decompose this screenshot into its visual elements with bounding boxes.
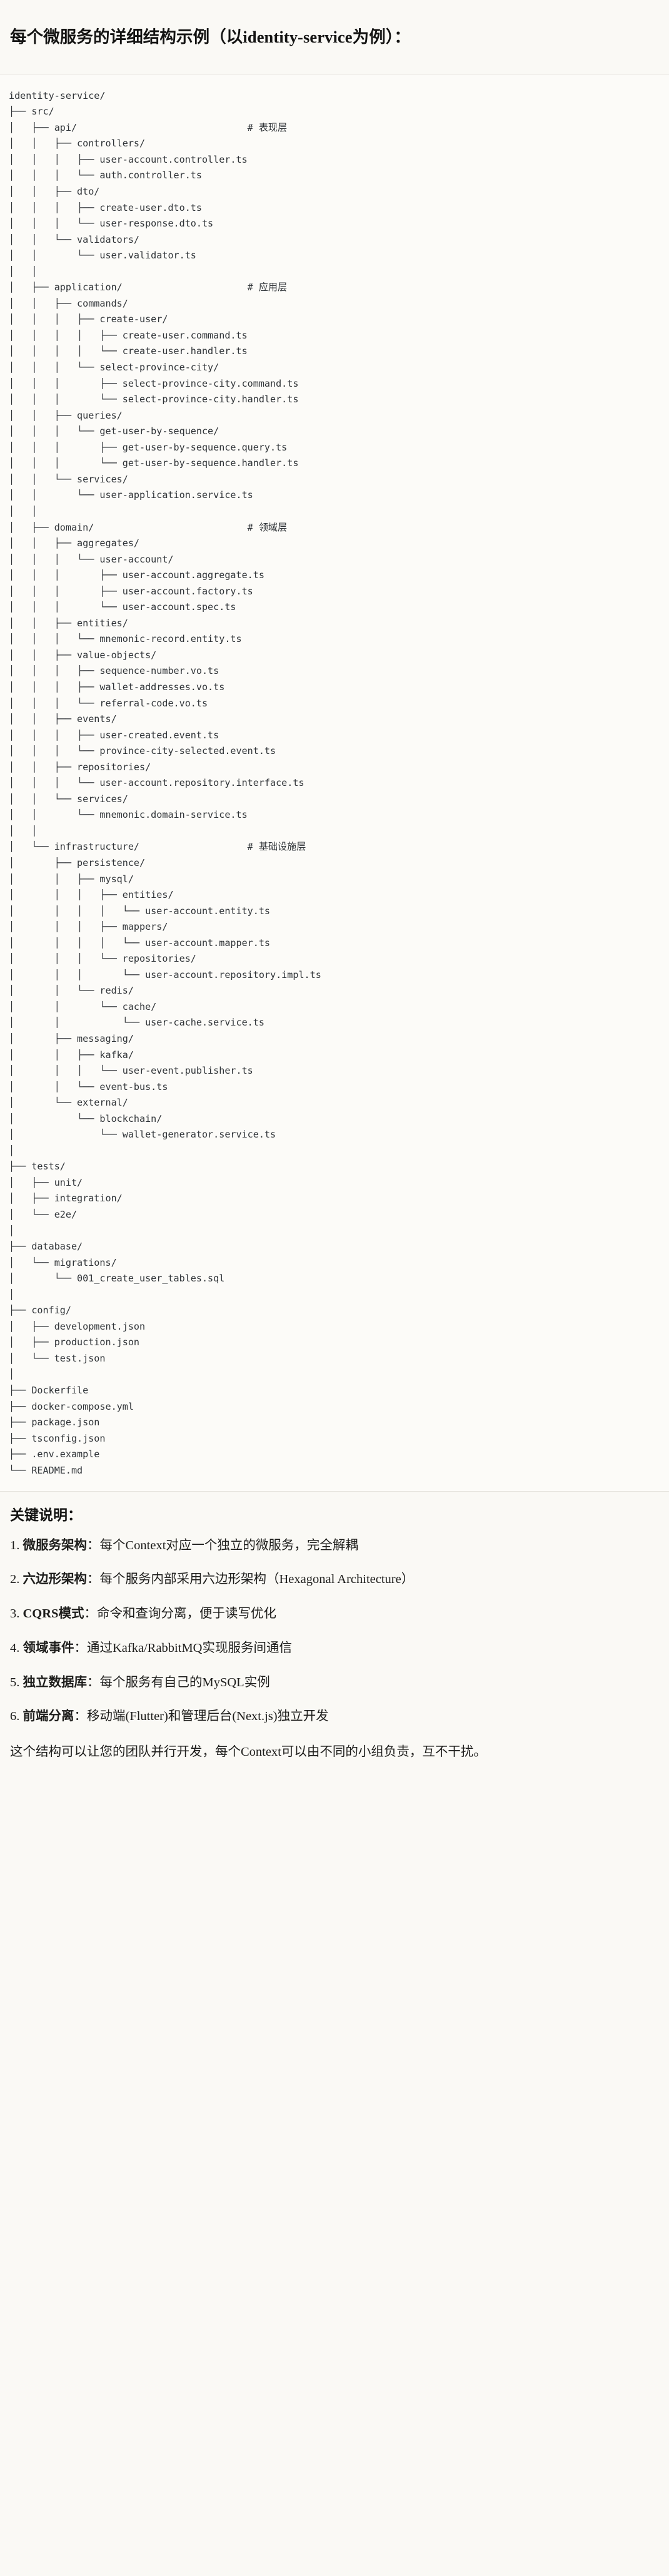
key-notes-list: 1. 微服务架构：每个Context对应一个独立的微服务，完全解耦 2. 六边形架… [10, 1536, 659, 1727]
key-note-index: 6. [10, 1709, 20, 1724]
key-note-body: ：移动端(Flutter)和管理后台(Next.js)独立开发 [74, 1709, 329, 1724]
closing-paragraph: 这个结构可以让您的团队并行开发，每个Context可以由不同的小组负责，互不干扰… [10, 1745, 486, 1759]
key-note-index: 2. [10, 1572, 20, 1587]
key-note-index: 5. [10, 1675, 20, 1689]
key-note-body: ：每个Context对应一个独立的微服务，完全解耦 [87, 1538, 358, 1552]
directory-tree: identity-service/ ├── src/ │ ├── api/ # … [9, 89, 321, 1476]
key-note-item: 4. 领域事件：通过Kafka/RabbitMQ实现服务间通信 [10, 1639, 659, 1658]
key-note-term: 六边形架构 [23, 1572, 88, 1587]
key-notes-section: 关键说明： 1. 微服务架构：每个Context对应一个独立的微服务，完全解耦 2… [0, 1492, 669, 1779]
key-note-term: 独立数据库 [23, 1675, 88, 1689]
key-note-term: CQRS模式 [23, 1607, 84, 1621]
page-title: 每个微服务的详细结构示例（以identity-service为例）： [0, 13, 669, 60]
key-note-item: 2. 六边形架构：每个服务内部采用六边形架构（Hexagonal Archite… [10, 1570, 659, 1589]
key-note-index: 3. [10, 1607, 20, 1621]
key-note-index: 1. [10, 1538, 20, 1552]
key-note-item: 6. 前端分离：移动端(Flutter)和管理后台(Next.js)独立开发 [10, 1707, 659, 1726]
key-note-index: 4. [10, 1641, 20, 1655]
tree-divider [0, 1491, 669, 1492]
key-note-item: 3. CQRS模式：命令和查询分离，便于读写优化 [10, 1604, 659, 1624]
key-note-body: ：命令和查询分离，便于读写优化 [84, 1607, 276, 1621]
key-note-term: 前端分离 [23, 1709, 74, 1724]
directory-tree-block: identity-service/ ├── src/ │ ├── api/ # … [0, 74, 669, 1492]
key-note-term: 领域事件 [23, 1641, 74, 1655]
key-note-term: 微服务架构 [23, 1538, 88, 1552]
document-page: 每个微服务的详细结构示例（以identity-service为例）： ident… [0, 13, 669, 1779]
key-note-body: ：每个服务有自己的MySQL实例 [87, 1675, 270, 1689]
key-note-item: 1. 微服务架构：每个Context对应一个独立的微服务，完全解耦 [10, 1536, 659, 1555]
key-note-body: ：通过Kafka/RabbitMQ实现服务间通信 [74, 1641, 292, 1655]
key-note-body: ：每个服务内部采用六边形架构（Hexagonal Architecture） [87, 1572, 415, 1587]
key-notes-title: 关键说明： [10, 1507, 82, 1524]
key-note-item: 5. 独立数据库：每个服务有自己的MySQL实例 [10, 1673, 659, 1693]
